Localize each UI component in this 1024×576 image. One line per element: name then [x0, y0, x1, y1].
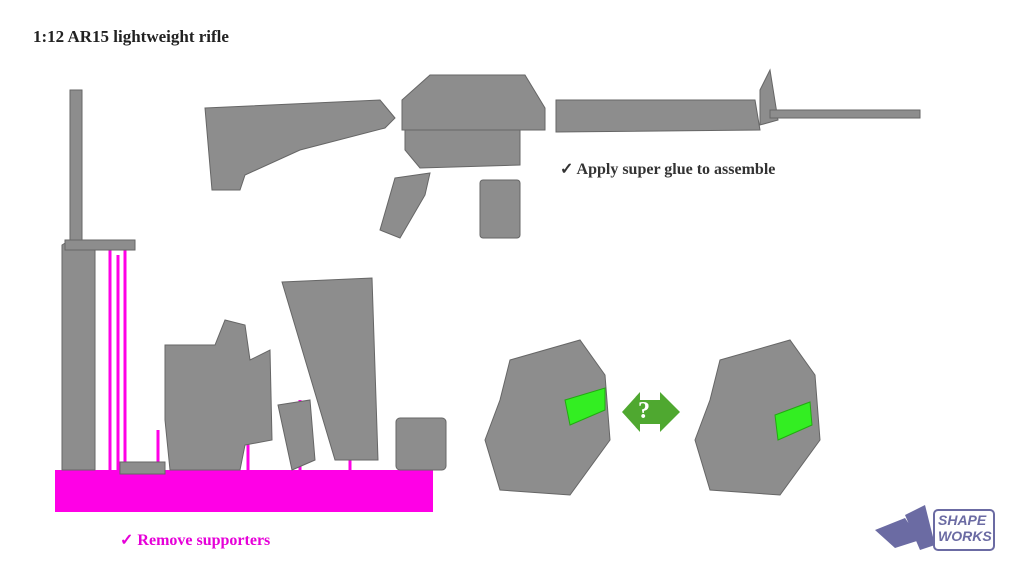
- carry-handle-part: [64, 239, 136, 251]
- logo-line2: WORKS: [938, 528, 992, 544]
- printed-parts-with-supports: [55, 89, 447, 512]
- small-part: [119, 461, 166, 475]
- logo-mark: [875, 505, 935, 550]
- receiver-part: [164, 319, 273, 471]
- double-arrow-icon: [622, 392, 680, 432]
- magazine-part: [395, 417, 447, 471]
- receiver-option-a: [484, 339, 611, 496]
- highlight-a: [564, 387, 606, 426]
- handguard: [555, 99, 761, 133]
- receiver-comparison: [484, 339, 821, 496]
- highlight-b: [774, 401, 813, 441]
- page-title: 1:12 AR15 lightweight rifle: [33, 27, 229, 46]
- glue-instruction: ✓ Apply super glue to assemble: [560, 161, 776, 178]
- logo-line1: SHAPE: [938, 512, 987, 528]
- grip-part: [277, 399, 316, 471]
- support-base: [55, 470, 433, 512]
- upper-receiver: [401, 74, 546, 131]
- magazine: [479, 179, 521, 239]
- stock: [204, 99, 396, 191]
- receiver-option-b: [694, 339, 821, 496]
- barrel-upright: [61, 89, 96, 471]
- barrel: [769, 109, 921, 119]
- stock-part: [281, 277, 379, 461]
- assembled-rifle-parts: [204, 68, 921, 239]
- lower-receiver: [404, 129, 521, 169]
- brand-logo: SHAPE WORKS: [938, 512, 992, 544]
- question-mark: ?: [638, 398, 650, 424]
- pistol-grip: [379, 172, 431, 239]
- support-instruction: ✓ Remove supporters: [120, 532, 271, 549]
